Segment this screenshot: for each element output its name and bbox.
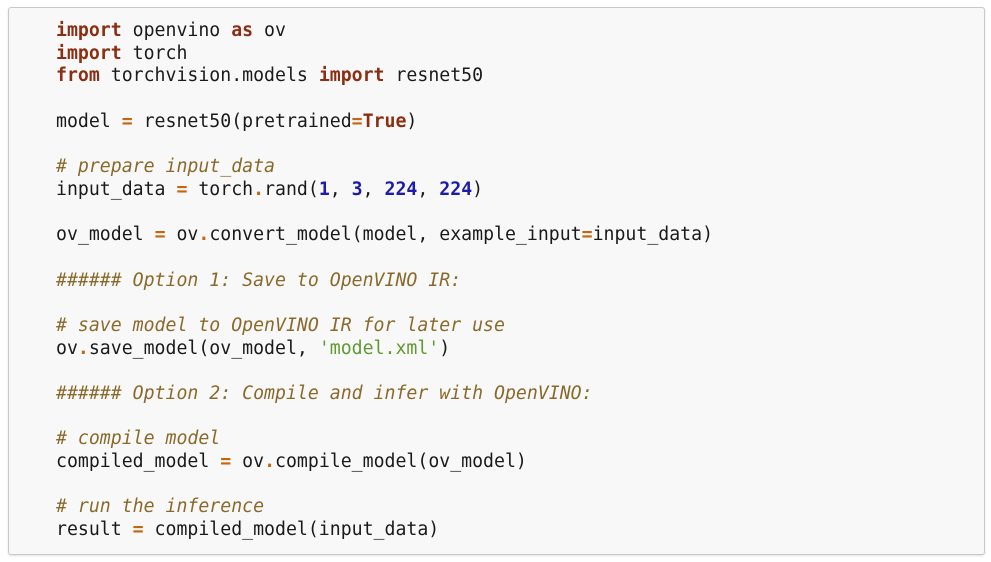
- code-operator: =: [121, 110, 133, 132]
- code-comment: # compile model: [56, 428, 221, 450]
- code-text: rand(: [264, 178, 319, 200]
- code-text: result: [56, 519, 133, 541]
- code-line: # save model to OpenVINO IR for later us…: [56, 315, 713, 338]
- code-blank-line: [56, 292, 713, 315]
- code-comment: # save model to OpenVINO IR for later us…: [56, 314, 505, 336]
- code-keyword: import: [318, 65, 385, 87]
- code-text: ov: [56, 337, 78, 359]
- code-blank-line: [56, 202, 713, 225]
- code-number: 1: [318, 178, 330, 200]
- code-blank-line: [56, 133, 713, 156]
- code-operator: =: [581, 224, 593, 246]
- code-operator: .: [253, 178, 265, 200]
- code-comment: ###### Option 2: Compile and infer with …: [56, 383, 593, 404]
- code-line: import openvino as ov: [56, 20, 713, 43]
- code-text: convert_model(model, example_input: [209, 224, 582, 246]
- code-blank-line: [56, 474, 713, 497]
- code-text: ov: [231, 451, 265, 473]
- code-text: torch: [187, 178, 254, 200]
- code-text: compile_model(ov_model): [275, 451, 527, 473]
- code-text: input_data): [592, 224, 714, 246]
- code-text: ): [472, 178, 484, 200]
- code-operator: =: [132, 519, 144, 541]
- code-text: resnet50: [384, 65, 484, 87]
- code-text: resnet50(pretrained: [132, 110, 352, 132]
- code-keyword: as: [231, 20, 254, 41]
- code-line: # run the inference: [56, 496, 713, 519]
- code-operator: =: [176, 178, 188, 200]
- code-keyword: True: [362, 110, 407, 132]
- code-line: compiled_model = ov.compile_model(ov_mod…: [56, 451, 713, 474]
- code-comment: ###### Option 1: Save to OpenVINO IR:: [56, 269, 462, 291]
- code-operator: =: [154, 224, 166, 246]
- code-blank-line: [56, 88, 713, 111]
- code-line: ###### Option 2: Compile and infer with …: [56, 383, 713, 406]
- code-line: model = resnet50(pretrained=True): [56, 111, 713, 134]
- code-line: ov.save_model(ov_model, 'model.xml'): [56, 338, 713, 361]
- code-blank-line: [56, 360, 713, 383]
- code-text: model: [56, 110, 122, 132]
- code-text: ,: [417, 178, 440, 200]
- code-text: input_data: [56, 178, 177, 200]
- code-text: ,: [362, 178, 385, 200]
- code-blank-line: [56, 406, 713, 429]
- code-text: ): [406, 110, 418, 132]
- code-comment: # prepare input_data: [56, 156, 275, 178]
- code-operator: .: [198, 224, 210, 246]
- code-blank-line: [56, 247, 713, 270]
- code-text: compiled_model(input_data): [143, 519, 440, 541]
- code-text: torchvision.models: [99, 65, 319, 87]
- code-text: torch: [121, 42, 188, 64]
- code-operator: .: [77, 337, 89, 359]
- code-text: ov_model: [56, 224, 155, 246]
- code-string: 'model.xml': [318, 337, 440, 359]
- code-operator: =: [351, 110, 363, 132]
- code-line: result = compiled_model(input_data): [56, 519, 713, 542]
- code-line: import torch: [56, 43, 713, 66]
- code-line: ###### Option 1: Save to OpenVINO IR:: [56, 270, 713, 293]
- code-text: ,: [329, 178, 352, 200]
- code-keyword: import: [56, 20, 122, 41]
- code-text: save_model(ov_model,: [88, 337, 319, 359]
- code-text: ov: [165, 224, 199, 246]
- code-number: 3: [351, 178, 363, 200]
- code-line: from torchvision.models import resnet50: [56, 65, 713, 88]
- code-line: input_data = torch.rand(1, 3, 224, 224): [56, 179, 713, 202]
- code-text: ov: [253, 20, 286, 41]
- code-number: 224: [384, 178, 418, 200]
- code-text: compiled_model: [56, 451, 221, 473]
- code-line: # compile model: [56, 428, 713, 451]
- code-line: # prepare input_data: [56, 156, 713, 179]
- code-text: ): [439, 337, 451, 359]
- code-comment: # run the inference: [56, 496, 265, 518]
- code-line: ov_model = ov.convert_model(model, examp…: [56, 224, 713, 247]
- code-operator: .: [264, 451, 276, 473]
- code-number: 224: [439, 178, 473, 200]
- code-operator: =: [220, 451, 232, 473]
- code-keyword: import: [56, 42, 122, 64]
- code-keyword: from: [56, 65, 100, 87]
- code-text: openvino: [121, 20, 232, 41]
